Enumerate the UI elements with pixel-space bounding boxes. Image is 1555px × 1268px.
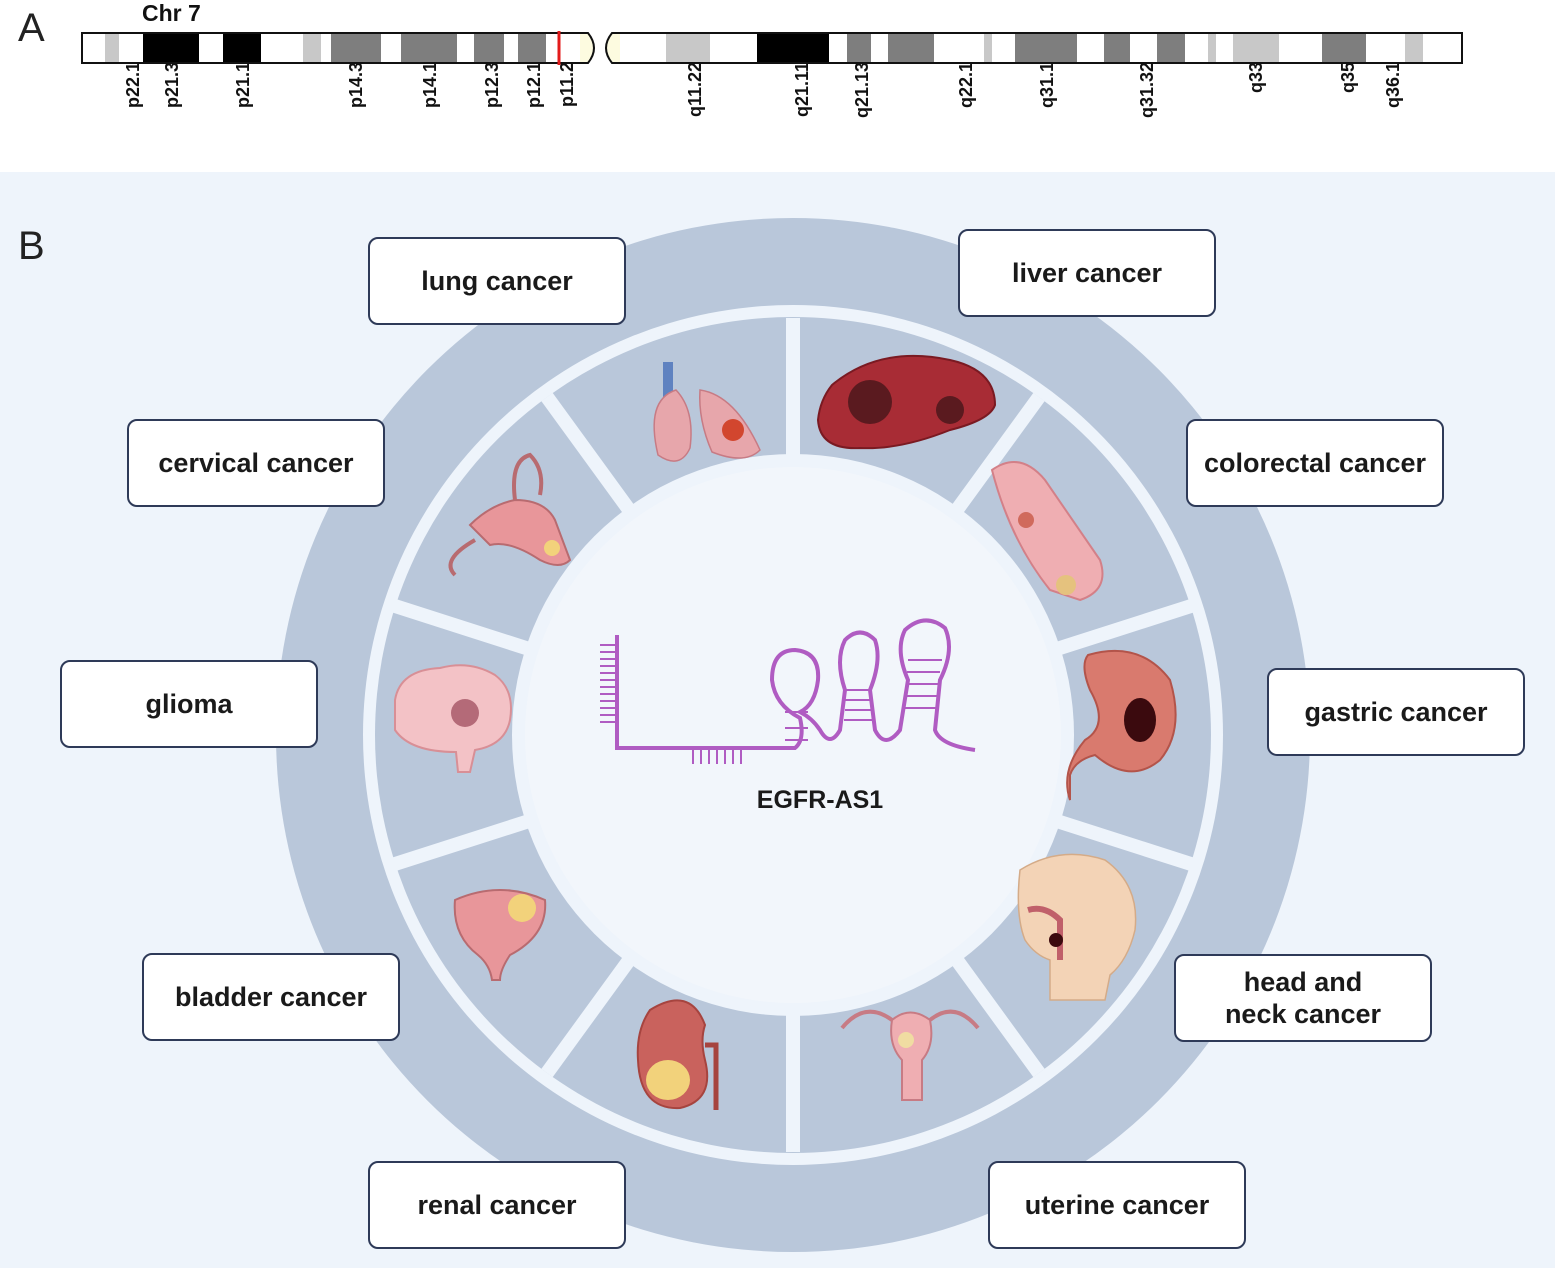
head-icon xyxy=(1017,853,1137,1001)
center-disc xyxy=(525,467,1061,1003)
liver-icon xyxy=(816,354,997,450)
cervical-cancer-label: cervical cancer xyxy=(127,419,385,507)
segment-dividers xyxy=(392,318,1194,1152)
head-neck-cancer-label: head and neck cancer xyxy=(1174,954,1432,1042)
uterus-icon xyxy=(840,1009,980,1101)
bladder-cancer-label: bladder cancer xyxy=(142,953,400,1041)
brain-icon xyxy=(394,664,512,773)
panel-a: A Chr 7 xyxy=(0,0,1555,172)
panel-b-letter: B xyxy=(18,224,45,268)
center-label: EGFR-AS1 xyxy=(757,786,884,814)
panel-a-letter: A xyxy=(18,6,45,50)
renal-cancer-label: renal cancer xyxy=(368,1161,626,1249)
lung-icon xyxy=(653,362,761,462)
kidney-icon xyxy=(636,999,719,1110)
glioma-label: glioma xyxy=(60,660,318,748)
chromosome-ideogram xyxy=(81,31,1463,65)
colorectal-cancer-label: colorectal cancer xyxy=(1186,419,1444,507)
cervix-icon xyxy=(448,452,572,577)
lung-cancer-label: lung cancer xyxy=(368,237,626,325)
liver-cancer-label: liver cancer xyxy=(958,229,1216,317)
gastric-cancer-label: gastric cancer xyxy=(1267,668,1525,756)
colon-icon xyxy=(990,461,1104,602)
bladder-icon xyxy=(453,889,547,981)
stomach-icon xyxy=(1066,649,1177,801)
chromosome-title: Chr 7 xyxy=(142,0,201,26)
uterine-cancer-label: uterine cancer xyxy=(988,1161,1246,1249)
rna-structure xyxy=(600,618,976,764)
